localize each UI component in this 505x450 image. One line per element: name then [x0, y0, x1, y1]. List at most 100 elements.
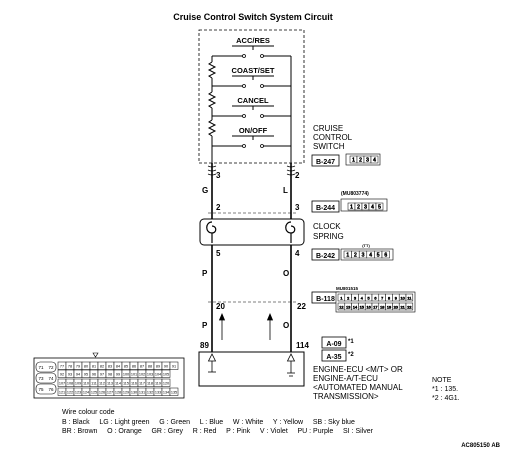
connector-a09-note: *1 [348, 339, 354, 345]
ecu-pin-label: 135 [171, 391, 177, 395]
connector-a35-note: *2 [348, 352, 354, 358]
connector-a09-tag [321, 336, 347, 349]
switch-label-on-off: ON/OFF [239, 126, 268, 135]
ecu-pin-label: 123 [75, 391, 81, 395]
connector-a35-tag [321, 349, 347, 362]
pin-mid-right: 22 [297, 302, 306, 311]
ecu-pin-label: 100 [123, 373, 129, 377]
b244-part-number: (MU803774) [341, 191, 369, 197]
ecu-pin-label: 95 [84, 373, 88, 377]
ecu-label-1: ENGINE-ECU <M/T> OR [313, 365, 403, 374]
clock-spring-coils [206, 221, 296, 243]
ecu-pin-label: 102 [139, 373, 145, 377]
switch-label-cancel: CANCEL [237, 96, 269, 105]
ecu-label-3: <AUTOMATED MANUAL [313, 383, 403, 392]
clock-spring-box [199, 218, 305, 246]
b118-pin-label: 9 [395, 296, 397, 300]
b244-pin-cell [375, 202, 384, 211]
wire-color-lower-right-2: O [283, 321, 289, 330]
ecu-pin-label: 109 [75, 382, 81, 386]
ecu-pin-label: 122 [67, 391, 73, 395]
ecu-pin-label: 91 [172, 365, 176, 369]
b247-pin-label: 3 [366, 157, 369, 163]
ecu-pin-label: 101 [131, 373, 137, 377]
ecu-pin-label: 80 [84, 365, 88, 369]
b242-pin-label: 2 [354, 252, 357, 258]
b118-pin-label: 17 [373, 305, 377, 309]
connector-b244-tag [311, 200, 340, 213]
connector-a35-label: A-35 [326, 354, 341, 361]
ecu-pin-label: 108 [67, 382, 73, 386]
b244-pin-label: 3 [364, 204, 367, 210]
ecu-pin-label: 84 [116, 365, 120, 369]
pin-top-right: 2 [295, 171, 300, 180]
pin-cs-right: 3 [295, 203, 300, 212]
ecu-side-pin-label: 73 [38, 376, 44, 381]
ecu-pin-label: 128 [115, 391, 121, 395]
ecu-pin-cell [161, 378, 171, 387]
b242-pin-label: 4 [369, 252, 372, 258]
wire-color-lower-left-2: P [202, 321, 208, 330]
ecu-pin-label: 113 [107, 382, 113, 386]
ecu-pin-label: 103 [147, 373, 153, 377]
ecu-pin-label: 114 [115, 382, 121, 386]
ecu-pin-label: 87 [140, 365, 144, 369]
switch-label-acc-res: ACC/RES [236, 36, 270, 45]
note-line-1: *1 : 135. [432, 386, 458, 393]
diagram-title: Cruise Control Switch System Circuit [173, 12, 333, 22]
ecu-pin-label: 132 [147, 391, 153, 395]
ecu-pin-label: 83 [108, 365, 112, 369]
b118-pin-label: 10 [400, 296, 404, 300]
pin-ecu-right: 114 [296, 341, 309, 350]
ecu-pin-label: 124 [83, 391, 89, 395]
connector-b247-tag [311, 154, 340, 167]
ecu-pin-label: 129 [123, 391, 129, 395]
clock-spring-label-1: CLOCK [313, 222, 341, 231]
b118-pin-label: 2 [347, 296, 349, 300]
ecu-pin-label: 96 [92, 373, 96, 377]
switch-contact-dots [242, 54, 264, 148]
b244-pin-label: 5 [378, 204, 381, 210]
ecu-internal [207, 353, 296, 377]
ecu-label-2: ENGINE-A/T-ECU [313, 374, 378, 383]
b242-pin-cell [381, 250, 390, 259]
clock-spring-label-2: SPRING [313, 232, 344, 241]
ecu-pin-label: 112 [99, 382, 105, 386]
connector-a09-label: A-09 [326, 341, 341, 348]
ecu-pin-label: 118 [147, 382, 153, 386]
cruise-switch-label-1: CRUISE [313, 124, 343, 133]
b118-pin-label: 3 [354, 296, 356, 300]
ecu-side-pin-label: 71 [38, 365, 44, 370]
legend-line-1: B : Black LG : Light green G : Green L :… [62, 419, 355, 426]
wire-color-upper-left: G [202, 186, 208, 195]
wire-twist-marks [207, 165, 296, 176]
ecu-pin-label: 130 [131, 391, 137, 395]
resistor-ladder [207, 55, 292, 170]
ecu-pin-cell [161, 369, 171, 378]
ecu-pin-label: 78 [68, 365, 72, 369]
b118-pin-label: 20 [394, 305, 398, 309]
ecu-pin-label: 90 [164, 365, 168, 369]
cruise-switch-box [198, 29, 305, 164]
b118-pin-label: 4 [361, 296, 363, 300]
b242-pin-label: 1 [346, 252, 349, 258]
ecu-pin-label: 93 [68, 373, 72, 377]
legend-line-2: BR : Brown O : Orange GR : Grey R : Red … [62, 428, 374, 435]
ecu-pin-label: 82 [100, 365, 104, 369]
b242-pin-label: 6 [384, 252, 387, 258]
b118-pin-label: 18 [380, 305, 384, 309]
b118-pin-label: 5 [368, 296, 370, 300]
b118-pin-label: 22 [407, 305, 411, 309]
connector-b118-label: B-118 [316, 296, 335, 303]
wire-color-lower-left-1: P [202, 269, 208, 278]
figure-id: AC805150 AB [461, 443, 500, 449]
b244-pin-label: 2 [357, 204, 360, 210]
ecu-pin-label: 92 [60, 373, 64, 377]
b242-tag-text: (TT) [362, 243, 370, 248]
legend-title: Wire colour code [62, 409, 115, 416]
b118-pin-label: 6 [374, 296, 376, 300]
ecu-pin-label: 110 [83, 382, 89, 386]
b118-pin-cell [405, 302, 414, 311]
ecu-pin-label: 127 [107, 391, 113, 395]
b118-pin-label: 13 [346, 305, 350, 309]
